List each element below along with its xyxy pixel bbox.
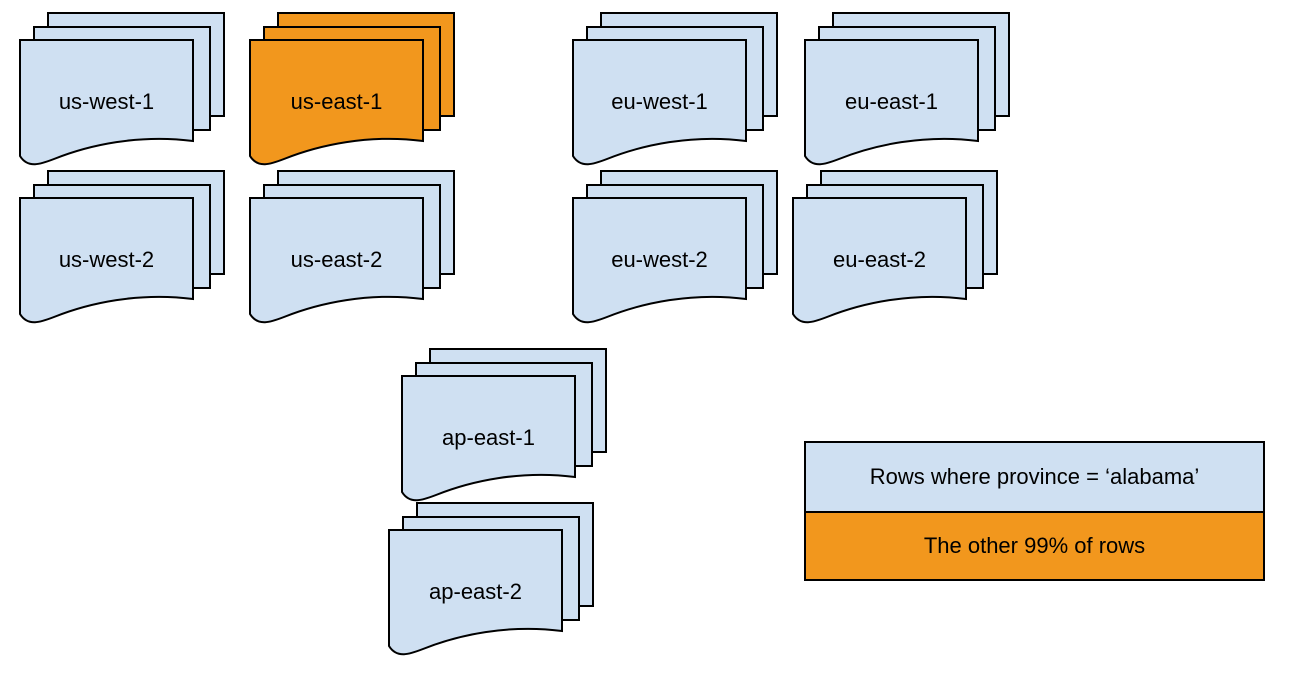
region-label: ap-east-1 <box>442 425 535 450</box>
region-stack-us-east-1: us-east-1 <box>249 12 457 170</box>
region-stack-eu-east-2: eu-east-2 <box>792 170 1000 328</box>
region-label: us-east-2 <box>290 247 383 272</box>
document-sheet-front <box>401 375 576 502</box>
document-sheet-front <box>572 197 747 324</box>
stacked-documents-icon <box>572 170 778 324</box>
region-stack-us-east-2: us-east-2 <box>249 170 457 328</box>
region-label: ap-east-2 <box>429 579 522 604</box>
legend-item-other-rows: The other 99% of rows <box>806 511 1263 579</box>
stacked-documents-icon <box>572 12 778 166</box>
stacked-documents-icon <box>804 12 1010 166</box>
region-stack-eu-east-1: eu-east-1 <box>804 12 1012 170</box>
stacked-documents-icon <box>792 170 998 324</box>
stacked-documents-icon <box>401 348 607 502</box>
region-stack-us-west-1: us-west-1 <box>19 12 227 170</box>
region-stack-us-west-2: us-west-2 <box>19 170 227 328</box>
region-label: eu-west-2 <box>611 247 708 272</box>
document-sheet-front <box>19 197 194 324</box>
stacked-documents-icon <box>249 12 455 166</box>
document-sheet-front <box>249 39 424 166</box>
document-sheet-front <box>804 39 979 166</box>
region-label: eu-east-2 <box>833 247 926 272</box>
document-sheet-front <box>19 39 194 166</box>
document-sheet-front <box>388 529 563 656</box>
region-label: us-west-1 <box>58 89 155 114</box>
region-stack-ap-east-1: ap-east-1 <box>401 348 609 506</box>
document-sheet-front <box>792 197 967 324</box>
region-label: us-east-1 <box>290 89 383 114</box>
region-stack-ap-east-2: ap-east-2 <box>388 502 596 660</box>
stacked-documents-icon <box>388 502 594 656</box>
legend: Rows where province = ‘alabama’ The othe… <box>804 441 1265 581</box>
document-sheet-front <box>249 197 424 324</box>
stacked-documents-icon <box>249 170 455 324</box>
region-stack-eu-west-2: eu-west-2 <box>572 170 780 328</box>
region-label: eu-east-1 <box>845 89 938 114</box>
region-stack-eu-west-1: eu-west-1 <box>572 12 780 170</box>
region-label: eu-west-1 <box>611 89 708 114</box>
stacked-documents-icon <box>19 170 225 324</box>
region-label: us-west-2 <box>58 247 155 272</box>
document-sheet-front <box>572 39 747 166</box>
legend-item-alabama-rows: Rows where province = ‘alabama’ <box>806 443 1263 511</box>
stacked-documents-icon <box>19 12 225 166</box>
